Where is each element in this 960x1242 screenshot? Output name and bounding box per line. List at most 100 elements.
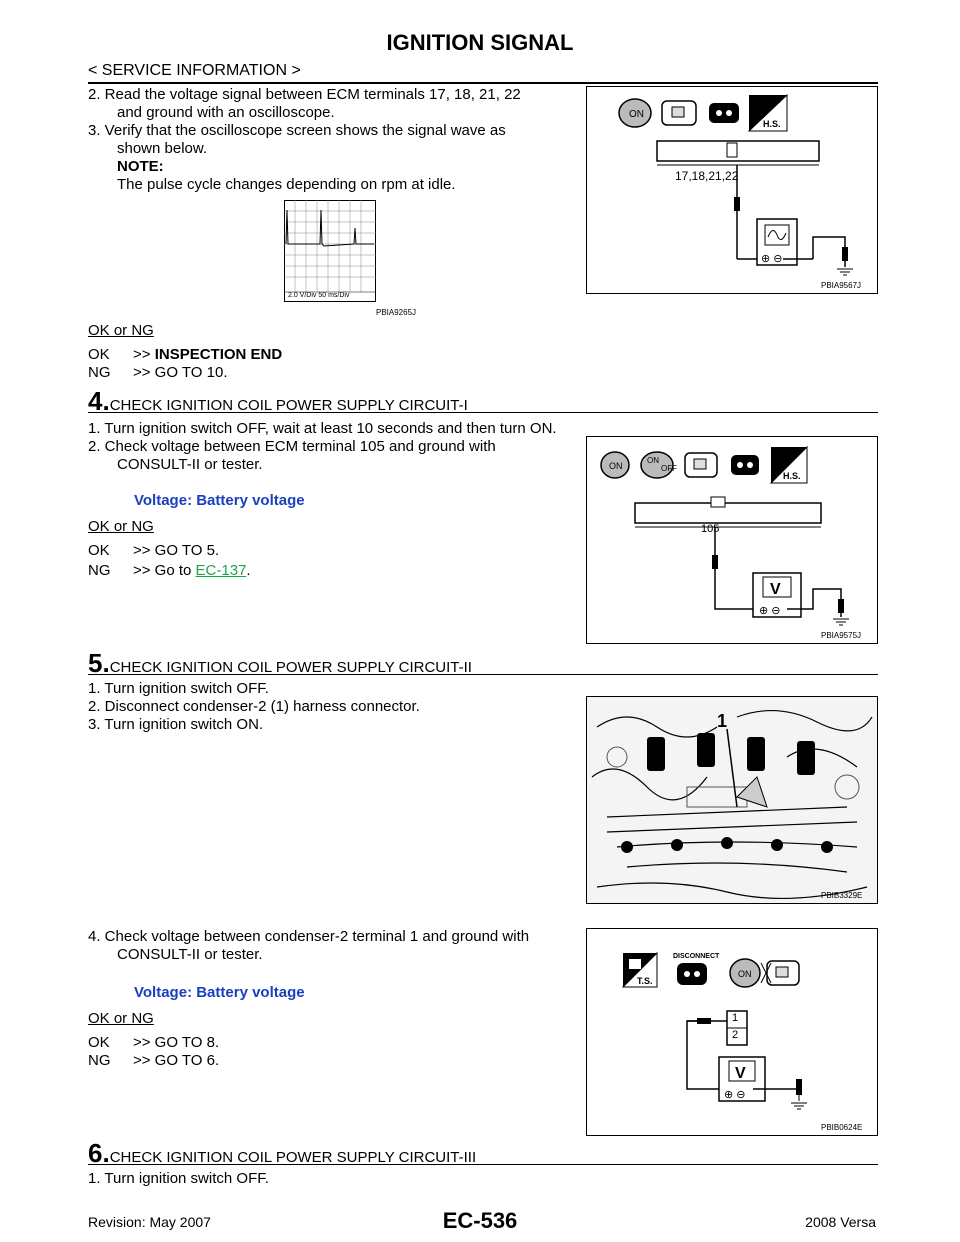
figure-voltage-105: ON ON OFF H.S. V ⊕ ⊖ (586, 436, 878, 644)
hs-icon: H.S. (769, 445, 808, 484)
ignition-on-icon: ON (618, 98, 652, 128)
voltage-diagram-105: ON ON OFF H.S. V ⊕ ⊖ (600, 445, 849, 626)
note-text: The pulse cycle changes depending on rpm… (117, 176, 456, 193)
step-4-result-ng: NG >> Go to EC-137. (88, 562, 251, 579)
page-number: EC-536 (442, 1208, 518, 1233)
scope-readout: 2.0 V/Div 50 ms/Div (288, 292, 350, 299)
step-5-result-ng: NG >> GO TO 6. (88, 1052, 219, 1069)
svg-text:V: V (770, 581, 781, 598)
step-5-instructions: 1. Turn ignition switch OFF. 2. Disconne… (88, 680, 578, 734)
model-year: 2008 Versa (805, 1214, 876, 1230)
step-5-ng-label: NG (88, 1052, 111, 1069)
step-4-rule (88, 412, 878, 413)
step-6-line-1: 1. Turn ignition switch OFF. (88, 1170, 269, 1187)
connector-black-icon (709, 103, 739, 123)
header-rule (88, 82, 878, 84)
page-title: IGNITION SIGNAL (386, 30, 574, 55)
step-5-line-3: 3. Turn ignition switch ON. (88, 716, 264, 733)
step-item-2b: and ground with an oscilloscope. (117, 104, 335, 121)
result-ok: OK >> INSPECTION END (88, 346, 282, 363)
condenser-diagram: T.S. ON V ⊕ ⊖ (621, 951, 807, 1110)
step-5-line-4a: 4. Check voltage between condenser-2 ter… (88, 928, 530, 945)
step-item-3b: shown below. (117, 140, 208, 157)
pin-1-label: 1 (732, 1012, 739, 1024)
svg-text:⊕ ⊖: ⊕ ⊖ (761, 253, 783, 265)
step-4-ng-label: NG (88, 562, 111, 579)
step-4-ng-tail: . (246, 562, 251, 579)
step-5-ok-action: >> GO TO 8. (133, 1034, 220, 1051)
svg-text:ON: ON (609, 461, 623, 471)
step-5-number: 5. (88, 648, 110, 678)
okng-heading: OK or NG (88, 322, 154, 339)
step-4-line-2b: CONSULT-II or tester. (117, 456, 263, 473)
ignition-on-icon: ON (600, 451, 630, 479)
ground-icon (791, 1102, 807, 1110)
step-5-result-ok: OK>> GO TO 8. (88, 1034, 219, 1051)
result-ok-label: OK (88, 346, 110, 363)
revision-date: Revision: May 2007 (88, 1214, 211, 1230)
oscilloscope-waveform: 2.0 V/Div 50 ms/Div (284, 200, 376, 302)
ground-icon (837, 268, 853, 276)
ec-137-link[interactable]: EC-137 (195, 562, 247, 579)
note-label: NOTE: (117, 158, 164, 175)
step-6-rule (88, 1164, 878, 1165)
voltmeter-icon: V ⊕ ⊖ (752, 572, 802, 618)
svg-text:H.S.: H.S. (763, 119, 781, 129)
step-4-line-2a: 2. Check voltage between ECM terminal 10… (88, 438, 496, 455)
result-ng-action: >> GO TO 10. (133, 364, 228, 381)
step-5-ng-action: >> GO TO 6. (133, 1052, 220, 1069)
ignition-on-icon: ON (729, 958, 761, 988)
step-6-number: 6. (88, 1138, 110, 1168)
figure-code: PBIB3329E (821, 891, 863, 900)
step-4-spec: Voltage: Battery voltage (134, 492, 305, 509)
svg-text:ON: ON (629, 109, 644, 120)
step-4-ng-action: >> Go to (133, 562, 196, 579)
pin-2-label: 2 (732, 1029, 739, 1041)
result-ok-arrow: >> (133, 346, 155, 363)
step-4-number: 4. (88, 386, 110, 416)
step-5-rule (88, 674, 878, 675)
svg-text:⊕ ⊖: ⊕ ⊖ (759, 605, 781, 617)
svg-text:⊕ ⊖: ⊕ ⊖ (724, 1089, 746, 1101)
section-label: < SERVICE INFORMATION > (88, 62, 301, 79)
step-5-spec: Voltage: Battery voltage (134, 984, 305, 1001)
result-ng: NG >> GO TO 10. (88, 364, 228, 381)
step-item-2a: 2. Read the voltage signal between ECM t… (88, 86, 521, 103)
engine-bay-drawing (587, 697, 877, 903)
callout-1: 1 (717, 711, 728, 731)
step-6-title: CHECK IGNITION COIL POWER SUPPLY CIRCUIT… (109, 1149, 477, 1166)
svg-text:V: V (735, 1065, 746, 1082)
terminal-label: 105 (701, 523, 720, 535)
step-5-line-4b: CONSULT-II or tester. (117, 946, 263, 963)
svg-text:ON: ON (647, 456, 659, 465)
voltmeter-icon: V ⊕ ⊖ (718, 1056, 766, 1102)
figure-code: PBIB0624E (821, 1123, 863, 1132)
step-4-ok-label: OK (88, 542, 110, 559)
step-5-line-1: 1. Turn ignition switch OFF. (88, 680, 269, 697)
ts-icon: T.S. (621, 951, 658, 988)
top-instructions: 2. Read the voltage signal between ECM t… (88, 86, 578, 194)
engine-bay-photo: 1 PBIB3329E (586, 696, 878, 904)
step-item-3a: 3. Verify that the oscilloscope screen s… (88, 122, 506, 139)
step-6-heading: 6.CHECK IGNITION COIL POWER SUPPLY CIRCU… (88, 1138, 476, 1169)
step-4-okng: OK or NG (88, 518, 154, 535)
figure-condenser-voltage: T.S. ON V ⊕ ⊖ (586, 928, 878, 1136)
scope-figure-code: PBIA9265J (376, 308, 417, 317)
step-5-okng: OK or NG (88, 1010, 154, 1027)
connector-icon (760, 960, 800, 986)
connector-black-icon (677, 963, 707, 985)
terminal-label: 17,18,21,22 (675, 169, 739, 183)
step-4-line-1: 1. Turn ignition switch OFF, wait at lea… (88, 420, 557, 437)
svg-text:T.S.: T.S. (637, 976, 653, 986)
connector-icon (661, 100, 697, 126)
waveform-graphic (284, 200, 376, 302)
figure-code: PBIA9567J (821, 281, 862, 290)
step-5-line-2: 2. Disconnect condenser-2 (1) harness co… (88, 698, 420, 715)
step-4-instructions: 1. Turn ignition switch OFF, wait at lea… (88, 420, 878, 474)
oscilloscope-diagram: ON H.S. ⊕ ⊖ (618, 93, 853, 276)
figure-oscilloscope-connection: ON H.S. ⊕ ⊖ (586, 86, 878, 294)
svg-text:OFF: OFF (661, 464, 677, 473)
disconnect-label: DISCONNECT (673, 953, 720, 960)
result-ng-label: NG (88, 364, 111, 381)
result-ok-action: INSPECTION END (154, 346, 283, 363)
